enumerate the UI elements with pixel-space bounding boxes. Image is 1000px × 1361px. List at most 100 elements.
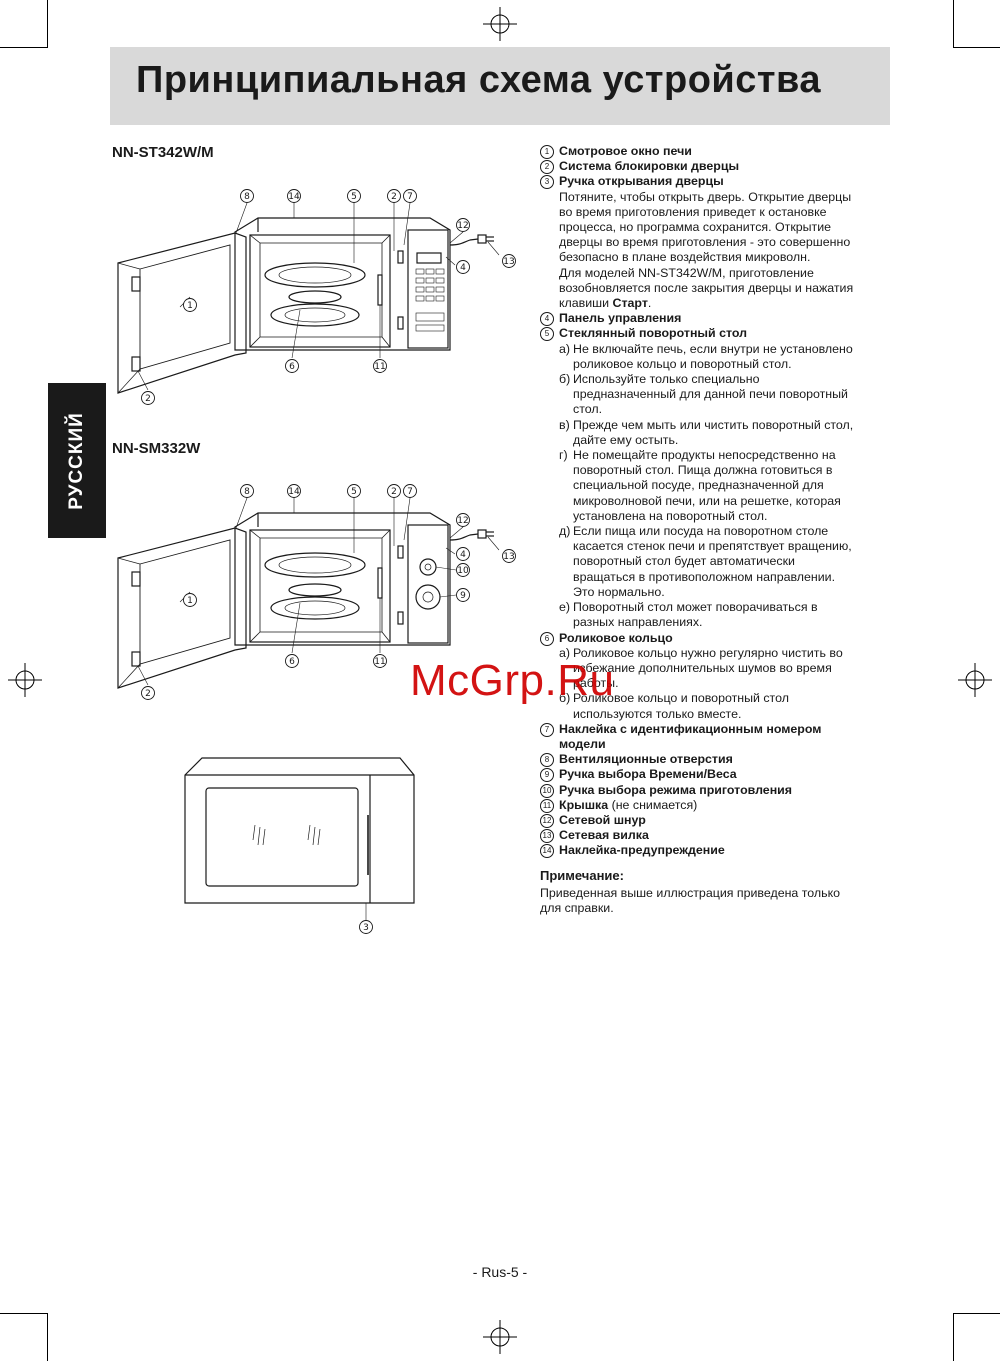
- sub-line: поворотный стол будет автоматически: [573, 554, 795, 569]
- desc-line: во время приготовления приведет к остано…: [559, 204, 827, 219]
- desc-text: .: [647, 296, 652, 311]
- watermark: McGrp.Ru: [410, 656, 615, 705]
- list-item: 14 Наклейка-предупреждение: [540, 843, 890, 859]
- svg-text:11: 11: [374, 362, 385, 372]
- item-number: 3: [540, 175, 554, 190]
- sub-line: стол.: [573, 402, 603, 417]
- svg-text:12: 12: [457, 516, 468, 526]
- page-title: Принципиальная схема устройства: [136, 59, 822, 101]
- sub-item: а) Роликовое кольцо нужно регулярно чист…: [540, 646, 890, 692]
- list-item: 10 Ручка выбора режима приготовления: [540, 783, 890, 798]
- item-number: 4: [540, 312, 554, 327]
- sub-line: Используйте только специально: [573, 372, 760, 387]
- svg-text:9: 9: [460, 591, 466, 601]
- microwave-closed-diagram: 3: [184, 757, 415, 934]
- svg-text:5: 5: [351, 487, 357, 497]
- desc-line: Для моделей NN-ST342W/M, приготовление: [559, 265, 814, 280]
- sub-line: вращаться в противоположном направлении.: [573, 569, 836, 584]
- sub-line: специальной посуде, предназначенной для: [573, 478, 824, 493]
- svg-text:8: 8: [244, 192, 250, 202]
- item-number: 12: [540, 813, 554, 828]
- title-band: Принципиальная схема устройства: [110, 47, 890, 125]
- note-title: Примечание:: [540, 867, 624, 883]
- svg-text:7: 7: [407, 487, 413, 497]
- sub-line: дайте ему остыть.: [573, 432, 679, 447]
- sub-line: роликовое кольцо и поворотный стол.: [573, 356, 792, 371]
- sub-line: предназначенный для данной печи поворотн…: [573, 387, 848, 402]
- registration-mark-icon: [483, 1320, 517, 1354]
- crop-mark: [47, 1313, 48, 1361]
- sub-line: избежание дополнительных шумов во время: [573, 660, 832, 675]
- item-label: Панель управления: [559, 311, 682, 326]
- svg-text:2: 2: [145, 689, 151, 699]
- list-item: 12 Сетевой шнур: [540, 813, 890, 828]
- sub-item: е) Поворотный стол может поворачиваться …: [540, 600, 890, 630]
- item-number: 9: [540, 768, 554, 783]
- svg-text:5: 5: [351, 192, 357, 202]
- registration-mark-icon: [958, 663, 992, 697]
- sub-letter: б): [559, 372, 571, 387]
- svg-text:11: 11: [374, 657, 385, 667]
- crop-mark: [953, 0, 954, 48]
- item-number: 1: [540, 145, 554, 159]
- sub-line: Роликовое кольцо и поворотный стол: [573, 691, 789, 706]
- crop-mark: [953, 47, 1000, 48]
- note-line: для справки.: [540, 900, 614, 915]
- svg-text:4: 4: [460, 263, 466, 273]
- svg-text:14: 14: [288, 487, 300, 497]
- sub-item: б) Роликовое кольцо и поворотный стол ис…: [540, 691, 890, 721]
- registration-mark-icon: [8, 663, 42, 697]
- list-item: 2 Система блокировки дверцы: [540, 159, 890, 175]
- item-label: Система блокировки дверцы: [559, 159, 740, 174]
- sub-line: используются только вместе.: [573, 706, 742, 721]
- svg-text:6: 6: [289, 657, 295, 667]
- sub-item: д) Если пища или посуда на поворотном ст…: [540, 524, 890, 600]
- diagram-closed-front: 3: [180, 755, 420, 940]
- sub-line: Это нормально.: [573, 584, 665, 599]
- svg-text:8: 8: [244, 487, 250, 497]
- item-number: 2: [540, 160, 554, 175]
- desc-line: безопасно в плане воздействия микроволн.: [559, 250, 811, 265]
- item-description: Потяните, чтобы открыть дверь. Открытие …: [540, 190, 890, 312]
- sub-line: микроволновой печи, или на решетке, кото…: [573, 493, 841, 508]
- desc-line: процесса, но программа сохранится. Откры…: [559, 220, 832, 235]
- registration-mark-icon: [483, 7, 517, 41]
- crop-mark: [953, 1313, 954, 1361]
- sub-line: Роликовое кольцо нужно регулярно чистить…: [573, 645, 843, 660]
- crop-mark: [953, 1313, 1000, 1314]
- item-label: Ручка открывания дверцы: [559, 174, 724, 189]
- list-item: 4 Панель управления: [540, 311, 890, 327]
- item-label: Ручка выбора режима приготовления: [559, 782, 793, 797]
- svg-text:2: 2: [391, 192, 397, 202]
- svg-text:6: 6: [289, 362, 295, 372]
- language-tab-label: РУССКИЙ: [66, 411, 87, 510]
- svg-text:2: 2: [145, 394, 151, 404]
- item-number: 14: [540, 844, 554, 859]
- sub-letter: а): [559, 645, 571, 660]
- item-label: Наклейка-предупреждение: [559, 843, 725, 858]
- model-label-2: NN-SM332W: [112, 440, 201, 457]
- item-label: Роликовое кольцо: [559, 630, 673, 645]
- desc-text: клавиши: [559, 296, 613, 311]
- start-key-label: Старт: [612, 296, 648, 311]
- sub-line: Не включайте печь, если внутри не устано…: [573, 341, 853, 356]
- sub-letter: б): [559, 691, 571, 706]
- item-label: Наклейка с идентификационным номером: [559, 721, 822, 736]
- sub-line: касается стенок печи и препятствует вращ…: [573, 539, 852, 554]
- item-label: Ручка выбора Времени/Веса: [559, 767, 737, 782]
- model-label-1: NN-ST342W/M: [112, 144, 214, 161]
- item-number: 10: [540, 783, 554, 798]
- sub-letter: г): [559, 448, 568, 463]
- list-item: 3 Ручка открывания дверцы: [540, 174, 890, 190]
- item-label: Сетевой шнур: [559, 812, 646, 827]
- sub-letter: в): [559, 417, 570, 432]
